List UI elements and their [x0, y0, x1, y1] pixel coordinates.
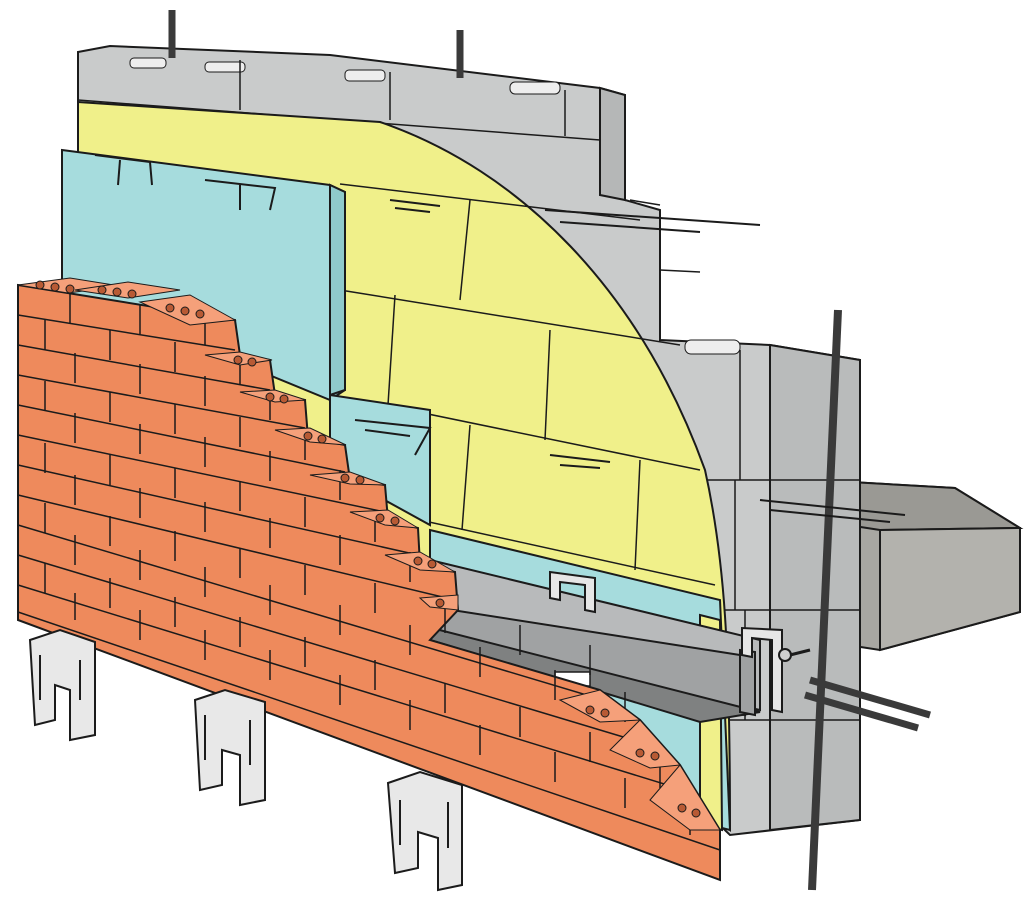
anchor-bolt: [778, 648, 811, 662]
wall-tie: [94, 154, 906, 523]
rebar: [168, 10, 931, 891]
brick-veneer: [17, 277, 721, 882]
standoff-bracket: [28, 628, 463, 892]
floor-slab: [814, 478, 1024, 652]
